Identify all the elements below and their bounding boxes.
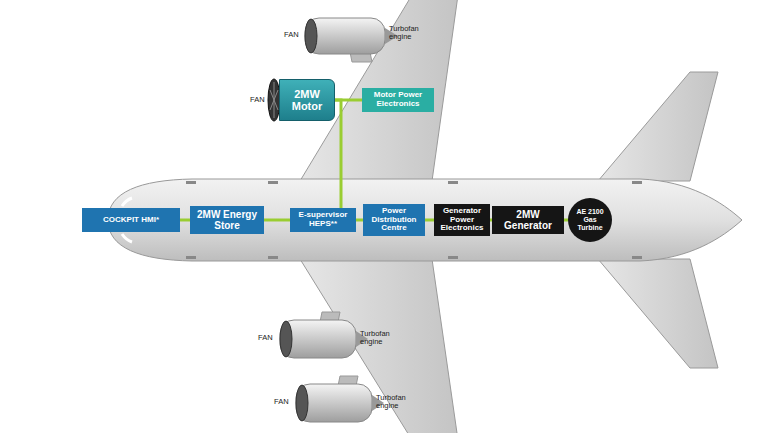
turbofan-engine bbox=[305, 18, 398, 62]
power-electronics-box: Generator Power Electronics bbox=[434, 204, 490, 236]
node-text: E-supervisor HEPS** bbox=[294, 211, 352, 229]
fan-label: FAN bbox=[274, 398, 294, 406]
node-text: Motor Power Electronics bbox=[366, 91, 430, 109]
engine-label: Turbofan engine bbox=[360, 330, 405, 347]
generator-box: 2MW Generator bbox=[492, 206, 564, 234]
energy-store-box: 2MW Energy Store bbox=[190, 206, 264, 234]
fuselage bbox=[108, 179, 742, 261]
node-text: 2MW Generator bbox=[496, 209, 560, 231]
fuselage-marks bbox=[186, 181, 642, 259]
node-text: COCKPIT HMI* bbox=[103, 216, 159, 225]
turbofan-engine bbox=[296, 376, 384, 422]
cockpit-box: COCKPIT HMI* bbox=[82, 208, 180, 232]
power-line bbox=[356, 219, 363, 220]
engine-label: Turbofan engine bbox=[376, 394, 421, 411]
power-electronics-box: Motor Power Electronics bbox=[362, 88, 434, 112]
turbine-circle: AE 2100 Gas Turbine bbox=[568, 198, 612, 242]
node-text: 2MW Motor bbox=[284, 88, 330, 112]
power-line bbox=[335, 100, 362, 101]
distribution-box: Power Distribution Centre bbox=[363, 204, 425, 236]
motor-box: 2MW Motor bbox=[279, 79, 335, 121]
turbofan-engine bbox=[280, 312, 368, 358]
engine-label: Turbofan engine bbox=[389, 25, 434, 42]
power-line bbox=[335, 100, 341, 208]
supervisor-box: E-supervisor HEPS** bbox=[290, 208, 356, 232]
power-line bbox=[264, 220, 290, 221]
fan-label: FAN bbox=[284, 31, 304, 39]
fan-label: FAN bbox=[258, 334, 278, 342]
power-line bbox=[180, 220, 190, 221]
node-text: Power Distribution Centre bbox=[367, 207, 421, 233]
lower-stabilizer bbox=[598, 259, 718, 368]
node-text: 2MW Energy Store bbox=[194, 209, 260, 231]
power-line bbox=[425, 219, 434, 220]
node-text: Generator Power Electronics bbox=[438, 207, 486, 233]
fan-label: FAN bbox=[250, 96, 270, 104]
upper-stabilizer bbox=[598, 72, 718, 181]
node-text: AE 2100 Gas Turbine bbox=[574, 208, 606, 231]
